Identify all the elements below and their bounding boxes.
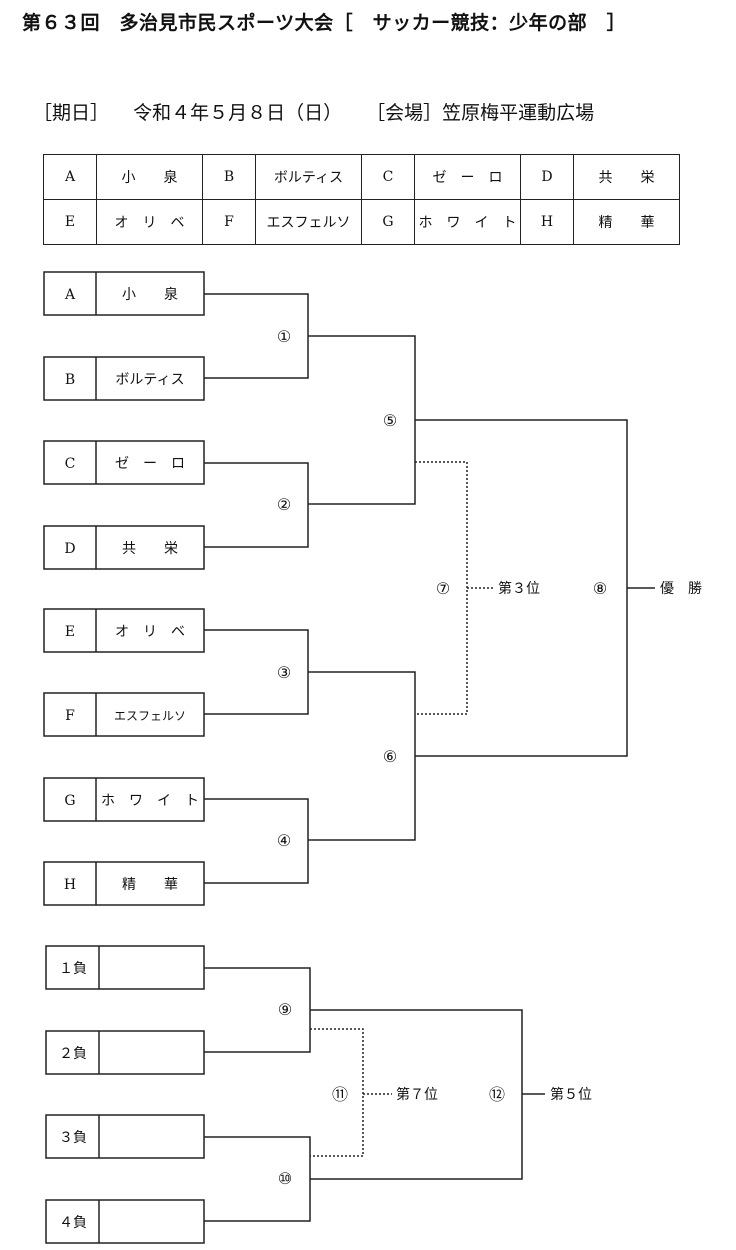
slot-label: ４負 (59, 1215, 87, 1231)
slot-name: 小 泉 (122, 286, 178, 303)
match-number: ⑪ (332, 1085, 348, 1104)
match-number: ⑤ (383, 411, 397, 430)
venue: ［会場］笠原梅平運動広場 (366, 102, 595, 124)
match-number: ⑨ (278, 1000, 292, 1019)
slot-label: ３負 (59, 1130, 87, 1146)
match-number: ④ (277, 831, 291, 850)
slot-name: 共 栄 (122, 541, 178, 557)
match-number: ③ (277, 663, 291, 682)
team-code: E (43, 199, 97, 245)
match-number: ⑦ (436, 579, 450, 598)
team-name: エスフェルソ (255, 199, 362, 245)
match-number: ① (277, 327, 291, 346)
match-number: ⑧ (593, 579, 607, 598)
slot-code: C (65, 456, 76, 472)
slot-label: ２負 (59, 1046, 87, 1062)
event-info: ［期日］ 令和４年５月８日（日） ［会場］笠原梅平運動広場 (33, 98, 612, 125)
slot-name: ホ ワ イ ト (101, 793, 199, 809)
team-name: 小 泉 (96, 154, 203, 200)
slot-name: ゼ ー ロ (115, 456, 185, 472)
team-code: H (520, 199, 574, 245)
match-number: ⑫ (489, 1085, 505, 1104)
match-number: ⑥ (383, 747, 397, 766)
slot-code: A (64, 287, 76, 303)
team-name: オ リ ベ (96, 199, 203, 245)
slot-code: G (64, 793, 75, 809)
slot-code: D (64, 541, 75, 557)
slot-name: オ リ ベ (115, 624, 185, 640)
team-name: 共 栄 (573, 154, 680, 200)
match-number: ② (277, 495, 291, 514)
team-name: ホ ワ イ ト (414, 199, 521, 245)
slot-name: ボルティス (115, 372, 184, 388)
slot-code: F (65, 708, 75, 724)
slot-name: エスフェルソ (114, 709, 186, 723)
slot-label: １負 (59, 961, 87, 977)
date-value: 令和４年５月８日（日） (133, 102, 343, 124)
slot-name: 精 華 (122, 877, 178, 893)
team-name: 精 華 (573, 199, 680, 245)
seventh-place-label: 第７位 (396, 1086, 438, 1103)
slot-code: B (65, 372, 75, 388)
page-title: 第６３回 多治見市民スポーツ大会［ サッカー競技：少年の部 ］ (22, 12, 627, 34)
team-table-row: E オ リ ベ F エスフェルソ G ホ ワ イ ト H 精 華 (43, 199, 680, 245)
fifth-place-label: 第５位 (550, 1086, 592, 1103)
team-table: A 小 泉 B ボルティス C ゼ ー ロ D 共 栄 E オ リ ベ F エス… (43, 154, 680, 245)
slot-code: E (65, 624, 75, 640)
date-label: ［期日］ (33, 102, 110, 124)
champion-label: 優 勝 (660, 581, 702, 597)
team-code: A (43, 154, 97, 200)
slot-code: H (64, 877, 76, 893)
match-number: ⑩ (278, 1169, 292, 1188)
third-place-label: 第３位 (498, 580, 540, 597)
